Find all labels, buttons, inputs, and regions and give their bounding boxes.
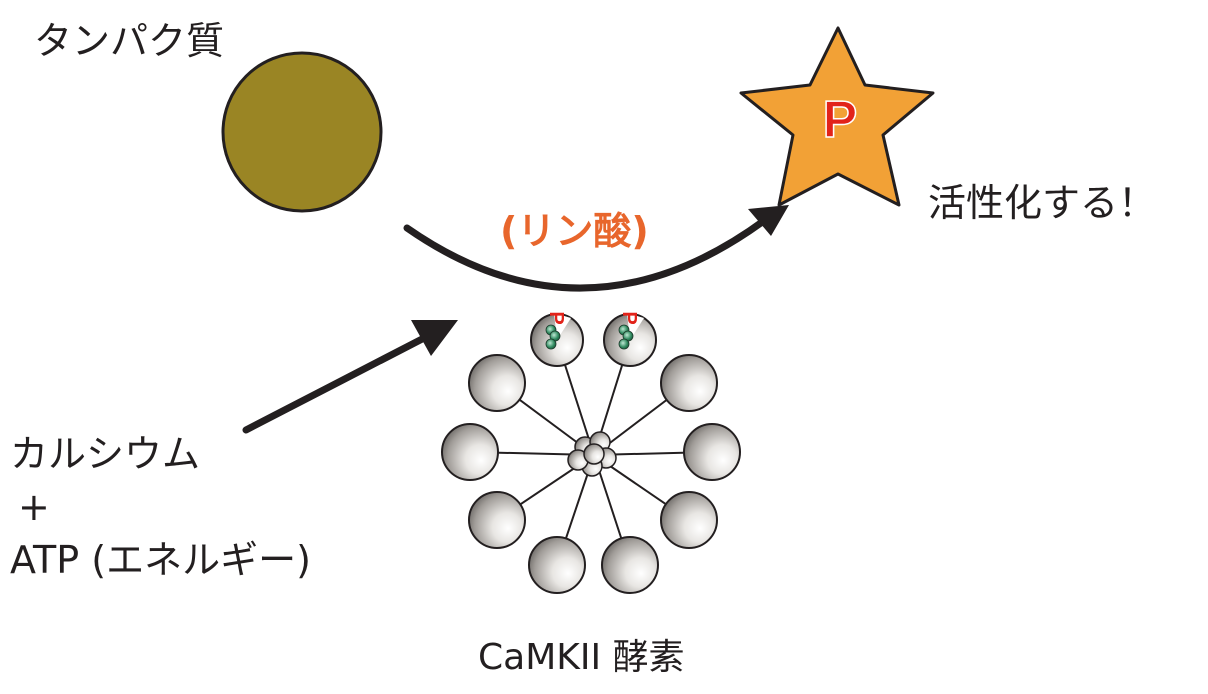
phospho-p-mark: P: [545, 311, 567, 324]
enzyme-subunit: [683, 423, 741, 481]
star-p-symbol: P: [823, 91, 858, 149]
atp-label: ATP (エネルギー): [10, 538, 311, 582]
enzyme-hub: [583, 443, 605, 465]
input-arrow: [242, 333, 430, 434]
activated-star: [739, 26, 935, 207]
activate-label: 活性化する！: [928, 181, 1157, 225]
input-arrow-head: [411, 320, 458, 356]
enzyme-subunit: [468, 491, 526, 549]
phospho-site: [618, 338, 630, 350]
enzyme-subunit: [660, 354, 718, 412]
curved-arrow-head: [748, 205, 789, 236]
calcium-label: カルシウム: [10, 432, 201, 476]
enzyme-subunit: [441, 423, 499, 481]
enzyme-label: CaMKII 酵素: [478, 637, 685, 678]
enzyme-subunit: [468, 354, 526, 412]
enzyme-subunit: [601, 536, 659, 594]
enzyme-subunit: [528, 536, 586, 594]
protein-label: タンパク質: [34, 19, 225, 63]
phospho-site: [545, 338, 557, 350]
phospho-p-mark: P: [618, 311, 640, 324]
curved-arrow: [403, 216, 769, 292]
enzyme-subunit: [660, 491, 718, 549]
protein-circle: [221, 51, 383, 213]
inputs-block: カルシウム + ATP (エネルギー): [10, 428, 311, 587]
plus-sign: +: [18, 485, 50, 529]
phosphate-label: (リン酸): [500, 209, 649, 253]
